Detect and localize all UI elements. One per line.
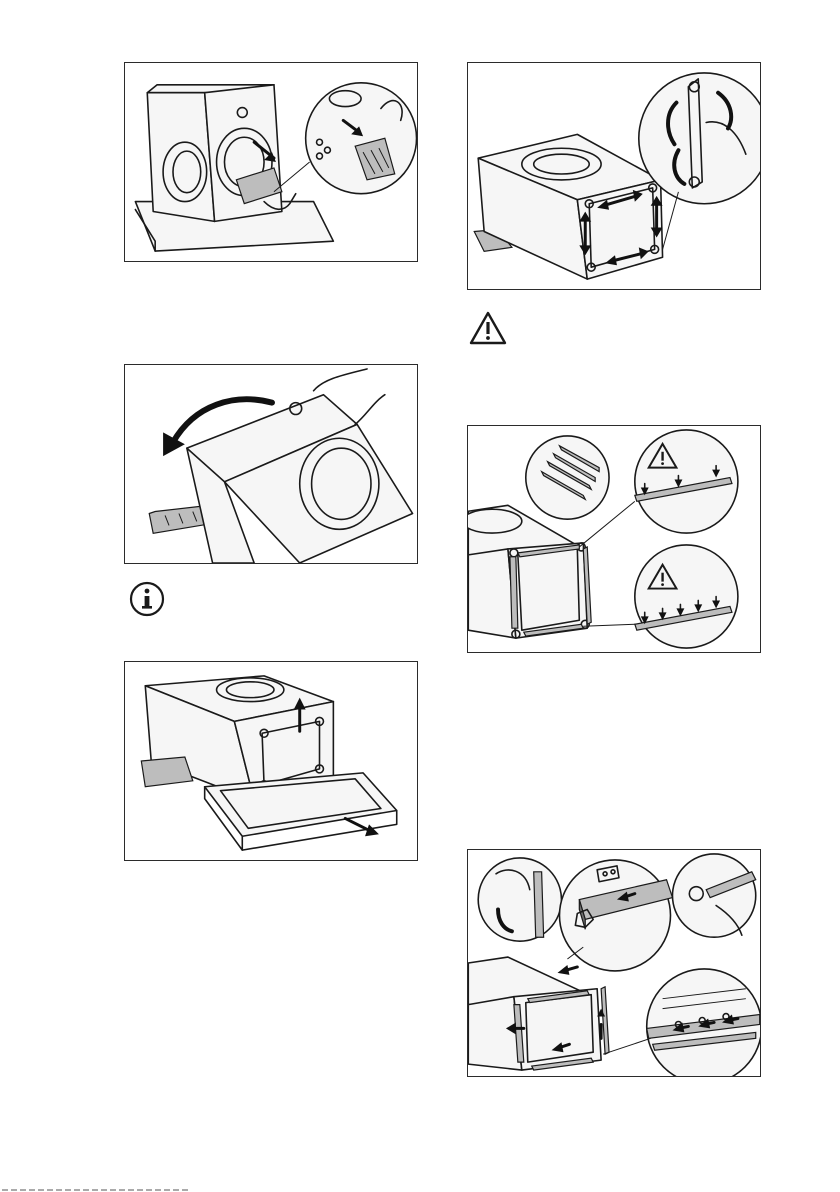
figure-seal-strips-placement bbox=[467, 425, 761, 653]
info-icon bbox=[128, 580, 166, 618]
warning-icon bbox=[468, 310, 508, 346]
figure-remove-back-panel-parts bbox=[124, 62, 418, 262]
attaching-strips-illustration bbox=[468, 850, 760, 1076]
tilting-machine-illustration bbox=[125, 365, 417, 563]
footer-cropped-strip bbox=[0, 1186, 190, 1192]
figure-tilt-machine-back bbox=[124, 364, 418, 564]
figure-clean-panel-edges bbox=[467, 62, 761, 290]
figure-remove-packaging-base bbox=[124, 661, 418, 861]
figure-attach-seal-strips bbox=[467, 849, 761, 1077]
cleaning-panel-illustration bbox=[468, 63, 760, 289]
machine-lifted-from-base-illustration bbox=[125, 662, 417, 860]
seal-strips-illustration bbox=[468, 426, 760, 652]
washing-machine-open-door-illustration bbox=[125, 63, 417, 261]
